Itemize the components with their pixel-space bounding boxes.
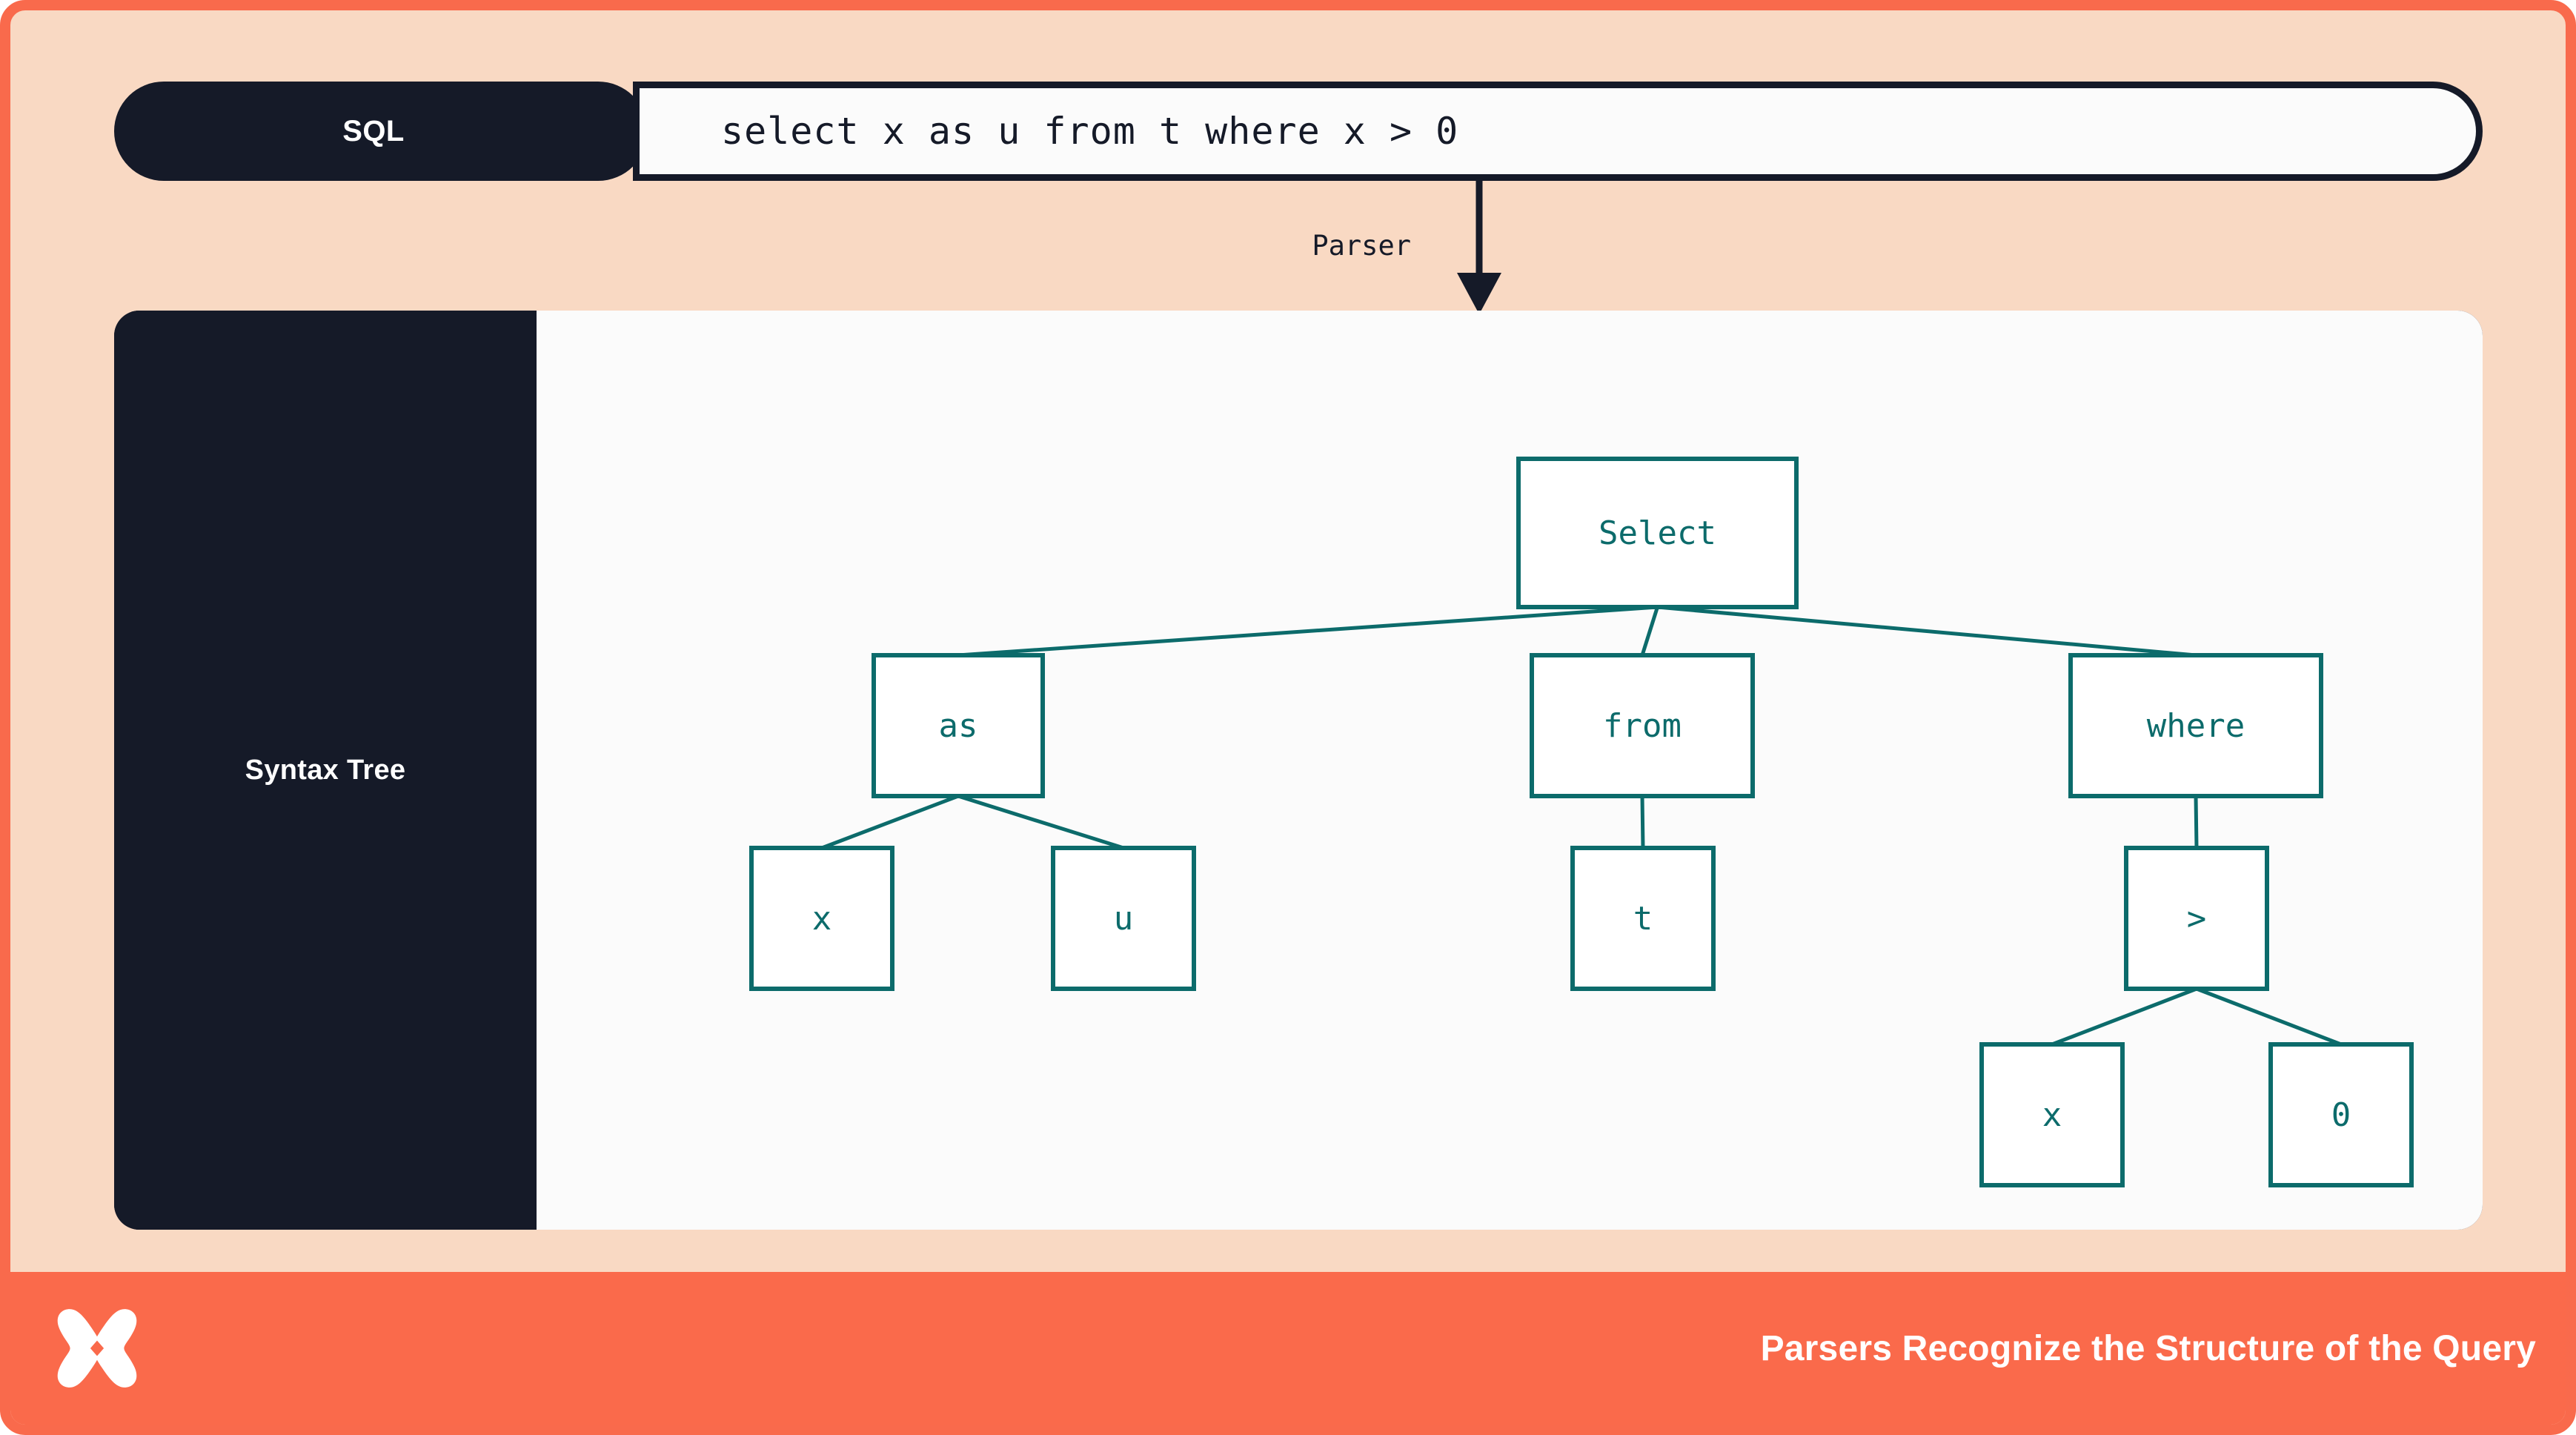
tree-edge [1640,606,1659,656]
tree-edge [2051,987,2197,1047]
tree-edge [1640,795,1645,849]
tree-edge [2196,987,2342,1047]
tree-node-box[interactable] [1051,846,1196,991]
sql-label: SQL [342,114,405,148]
footer-bar: Parsers Recognize the Structure of the Q… [10,1272,2566,1425]
butterfly-x-logo-icon [57,1309,137,1388]
tree-edge [957,794,1124,850]
sql-label-pill: SQL [114,82,648,181]
tree-edge [957,605,1658,657]
syntax-tree-label: Syntax Tree [245,754,406,786]
sql-query-box[interactable]: select x as u from t where x > 0 [633,82,2483,181]
sql-row: SQL select x as u from t where x > 0 [114,82,2483,181]
parser-label: Parser [1312,230,1411,262]
footer-title: Parsers Recognize the Structure of the Q… [1760,1328,2536,1368]
sql-query-text: select x as u from t where x > 0 [721,110,1459,153]
tree-node-box[interactable] [872,653,1045,798]
tree-node-box[interactable] [1979,1042,2125,1187]
tree-node-box[interactable] [2068,653,2323,798]
tree-edge [821,794,959,850]
tree-edge [1657,605,2197,657]
tree-node-box[interactable] [1516,457,1799,609]
tree-node-box[interactable] [2268,1042,2414,1187]
syntax-tree-graph [749,457,2414,1187]
parser-arrow [1315,181,1537,314]
tree-node-box[interactable] [749,846,894,991]
tree-node-box[interactable] [1570,846,1716,991]
brand-logo [49,1300,145,1396]
tree-edge [2194,795,2199,849]
syntax-tree-sidebar: Syntax Tree [114,311,537,1230]
tree-node-box[interactable] [1530,653,1755,798]
tree-node-box[interactable] [2124,846,2269,991]
arrow-down-icon [1457,181,1501,314]
